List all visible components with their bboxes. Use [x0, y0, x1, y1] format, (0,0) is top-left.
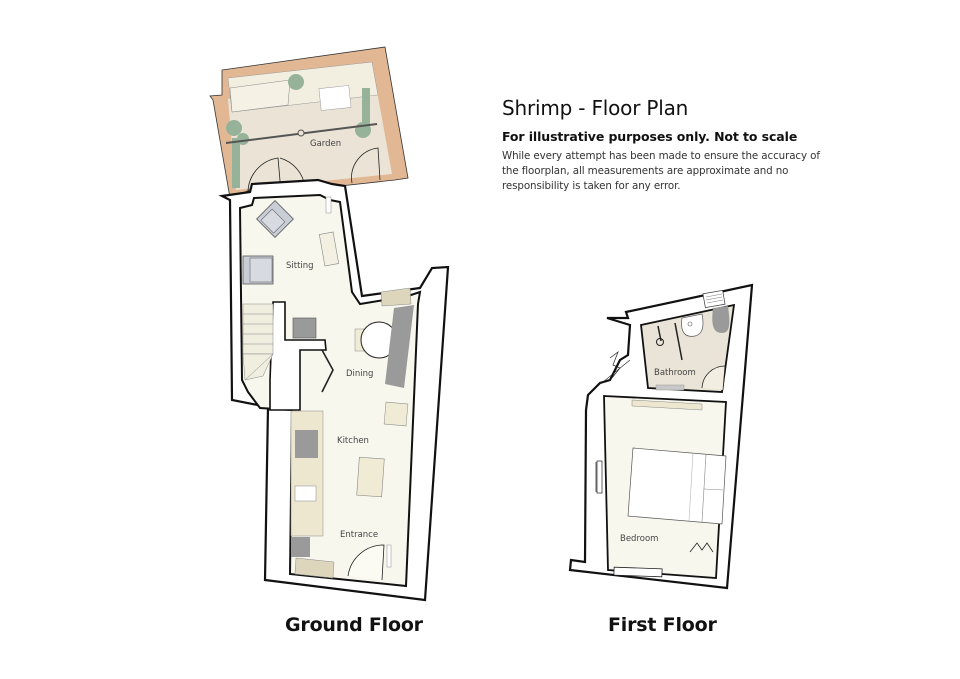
room-label-bathroom: Bathroom	[654, 368, 696, 378]
entrance-area: Entrance	[294, 530, 392, 581]
page-title: Shrimp - Floor Plan	[502, 96, 689, 120]
kitchen-furniture: Kitchen	[290, 401, 409, 557]
ground-floor-plan: Garden Sitting	[209, 46, 450, 602]
bathroom-fixtures: Bathroom	[654, 289, 730, 391]
garden-area: Garden	[209, 46, 409, 199]
room-label-sitting: Sitting	[286, 261, 314, 271]
ground-floor-label: Ground Floor	[285, 614, 423, 636]
room-label-kitchen: Kitchen	[337, 436, 369, 446]
disclaimer-text: While every attempt has been made to ens…	[502, 150, 820, 192]
room-label-dining: Dining	[346, 369, 373, 379]
room-label-entrance: Entrance	[340, 530, 378, 540]
first-floor-plan: Bathroom Bedroom	[568, 283, 754, 590]
sitting-furniture: Sitting	[242, 196, 340, 285]
room-label-garden: Garden	[310, 139, 341, 149]
page-subtitle: For illustrative purposes only. Not to s…	[502, 129, 798, 144]
staircase	[242, 303, 274, 381]
ground-floor-walls	[218, 178, 450, 602]
room-label-bedroom: Bedroom	[620, 534, 658, 544]
first-floor-label: First Floor	[608, 614, 717, 636]
dining-furniture: Dining	[292, 287, 414, 393]
bedroom-furniture: Bedroom	[613, 447, 727, 578]
